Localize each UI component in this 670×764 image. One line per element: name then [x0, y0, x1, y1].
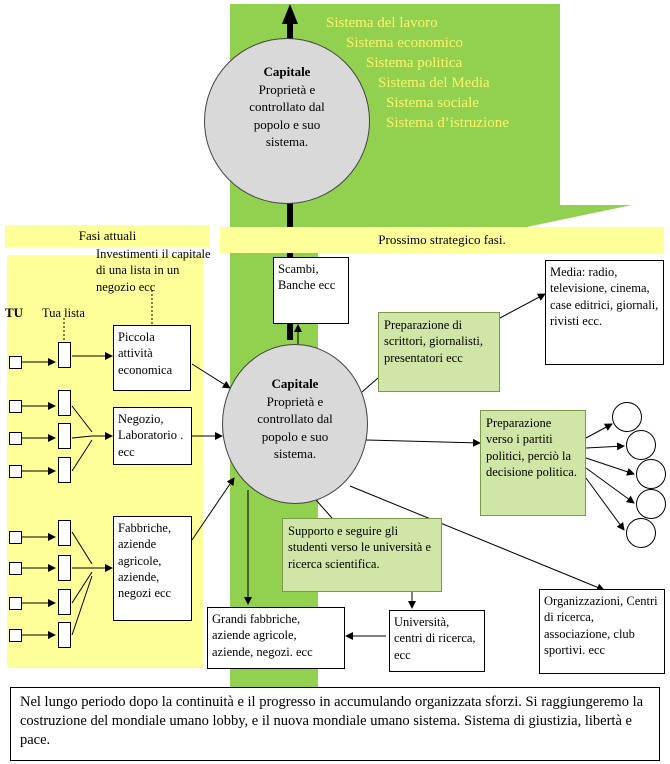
party-circle [636, 459, 666, 489]
list-rect [58, 342, 71, 368]
system-label-media: Sistema del Media [378, 75, 490, 91]
top-capitale-circle: Capitale Proprietà e controllato dal pop… [204, 38, 370, 204]
top-circle-text: Proprietà e controllato dal popolo e suo… [249, 81, 325, 150]
center-capitale-circle: Capitale Proprietà e controllato dal pop… [222, 344, 368, 504]
banner-prossimo-fasi: Prossimo strategico fasi. [220, 227, 664, 253]
box-organizzazioni: Organizzazioni, Centri di ricerca, assoc… [539, 589, 665, 674]
box-supporto-studenti: Supporto e seguire gli studenti verso le… [282, 518, 442, 592]
tu-label: TU [5, 305, 24, 320]
tu-square [9, 465, 22, 478]
tu-square [9, 562, 22, 575]
center-circle-title: Capitale [271, 376, 319, 391]
box-media: Media: radio, televisione, cinema, case … [545, 260, 664, 365]
tua-lista-label: Tua lista [42, 306, 85, 320]
box-negozio: Negozio, Laboratorio . ecc [113, 407, 192, 465]
box-grandi-fabbriche: Grandi fabbriche, aziende agricole, azie… [207, 607, 345, 669]
list-rect [58, 520, 71, 546]
party-circle [626, 518, 656, 548]
system-label-lavoro: Sistema del lavoro [326, 15, 438, 31]
footer-note: Nel lungo periodo dopo la continuità e i… [10, 687, 660, 761]
system-label-istruzione: Sistema d’istruzione [386, 115, 509, 131]
list-rect [58, 555, 71, 581]
party-circle [636, 489, 666, 519]
tu-square [9, 432, 22, 445]
tu-square [9, 597, 22, 610]
top-circle-title: Capitale [263, 64, 311, 79]
tu-square [9, 629, 22, 642]
list-rect [58, 390, 71, 416]
system-label-politica: Sistema politica [366, 55, 463, 71]
list-rect [58, 423, 71, 449]
system-label-sociale: Sistema sociale [386, 95, 479, 111]
list-rect [58, 589, 71, 615]
box-preparazione-partiti: Preparazione verso i partiti politici, p… [480, 410, 586, 516]
invest-note: Investimenti il capitale di una lista in… [96, 247, 211, 294]
box-universita: Università, centri di ricerca, ecc [389, 610, 485, 672]
tu-square [9, 531, 22, 544]
tu-square [9, 356, 22, 369]
system-label-economico: Sistema economico [346, 35, 464, 51]
box-preparazione-scrittori: Preparazione di scrittori, giornalisti, … [378, 312, 500, 392]
banner-fasi-attuali: Fasi attuali [5, 225, 210, 247]
box-piccola-attivita: Piccola attività economica [113, 325, 191, 391]
tu-square [9, 400, 22, 413]
central-up-arrow-head [282, 4, 298, 24]
box-scambi: Scambi, Banche ecc [273, 257, 349, 324]
party-circle [626, 430, 656, 460]
party-circle [612, 402, 642, 432]
list-rect [58, 457, 71, 483]
box-fabbriche: Fabbriche, aziende agricole, aziende, ne… [113, 516, 192, 621]
list-rect [58, 622, 71, 648]
center-circle-text: Proprietà e controllato dal popolo e suo… [257, 393, 333, 462]
